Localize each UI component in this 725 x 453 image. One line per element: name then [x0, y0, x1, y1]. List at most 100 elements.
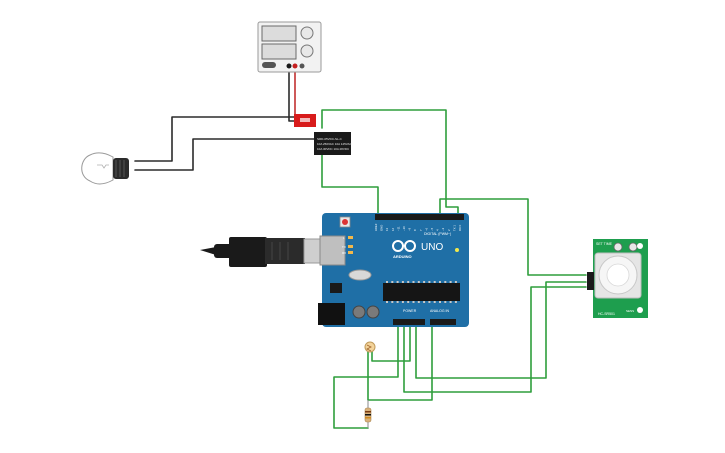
power-header[interactable]	[393, 319, 425, 325]
barrel-jack[interactable]	[318, 303, 345, 325]
digital-pin-label: ~3	[441, 227, 445, 231]
relay-body	[314, 132, 351, 155]
chip-pin	[423, 301, 426, 303]
chip-pin	[417, 301, 420, 303]
pir-pot-right-icon[interactable]	[628, 242, 638, 252]
chip-pin	[449, 301, 452, 303]
digital-pins-label: DIGITAL (PWM~)	[424, 232, 451, 236]
pir-hole-bottom-icon	[637, 307, 643, 313]
wire-resistor-to-gnd[interactable]	[333, 324, 399, 429]
chip-pin	[401, 281, 404, 283]
chip-pin	[428, 281, 431, 283]
current-display	[261, 43, 297, 60]
power-switch[interactable]	[262, 62, 276, 68]
voltage-display	[261, 25, 297, 42]
light-bulb[interactable]	[81, 152, 129, 185]
chip-pin	[444, 301, 447, 303]
led-rx	[348, 251, 353, 254]
chip-pin	[396, 281, 399, 283]
chip-pin	[412, 301, 415, 303]
chip-pin	[391, 301, 394, 303]
digital-pin-label: GND	[380, 225, 384, 231]
power-led	[455, 248, 459, 252]
wire-relay-to-lamp-2[interactable]	[134, 138, 315, 171]
bulb-filament-icon	[97, 164, 109, 169]
wire-pir-vcc[interactable]	[415, 281, 587, 379]
chip-pin	[423, 281, 426, 283]
digital-pin-label: ~5	[430, 227, 434, 231]
wires	[134, 65, 587, 429]
chip-pin	[417, 281, 420, 283]
chip-pin	[412, 281, 415, 283]
chip-pin	[433, 281, 436, 283]
wire-supply-to-relay[interactable]	[288, 65, 299, 122]
digital-pin-label: 8	[413, 229, 417, 231]
wire-relay-to-lamp-1[interactable]	[134, 116, 299, 162]
pir-bottom-label: HC-SR501	[598, 312, 615, 316]
digital-header[interactable]	[375, 214, 464, 220]
bulb-socket-icon	[113, 158, 129, 179]
digital-pin-label: ~9	[408, 227, 412, 231]
led-tx	[348, 245, 353, 248]
led-rx-label: RX	[342, 251, 346, 255]
chip-pin	[407, 281, 410, 283]
photoresistor[interactable]	[364, 341, 376, 353]
chip-pin	[428, 301, 431, 303]
wire-relay-to-pin-d2[interactable]	[321, 109, 459, 215]
digital-pin-label: ~10	[402, 226, 406, 231]
chip-pin	[386, 281, 388, 283]
pir-right-label: SENS	[626, 309, 634, 313]
board-brand: ARDUINO	[393, 254, 412, 259]
voltage-knob-icon[interactable]	[300, 26, 314, 40]
digital-pin-label: 2	[447, 229, 451, 231]
wire-ldr-to-5v[interactable]	[371, 324, 411, 362]
analog-header[interactable]	[430, 319, 456, 325]
chip-pin	[444, 281, 447, 283]
relay-label-3: 10A 30VDC 10A 28VDC	[317, 147, 350, 151]
wire-relay-to-gnd[interactable]	[321, 149, 379, 215]
relay-module[interactable]: SRD-05VDC-SL-C 10A 250VAC 10A 125VAC 10A…	[294, 114, 353, 155]
led-l	[348, 236, 353, 239]
bulb-glass-icon	[81, 152, 114, 185]
terminal-negative-icon[interactable]	[286, 63, 292, 69]
wire-pir-out[interactable]	[439, 198, 587, 276]
arduino-board[interactable]: L TX RX ARDUINO UNO DIGITAL (PWM~) POWER…	[318, 213, 469, 327]
relay-label-2: 10A 250VAC 10A 125VAC	[317, 142, 353, 146]
chip-pin	[391, 281, 394, 283]
chip-pin	[401, 301, 404, 303]
chip-pin	[439, 281, 441, 283]
chip-pin	[386, 301, 388, 303]
atmega-chip	[383, 283, 460, 301]
power-supply[interactable]	[257, 21, 322, 73]
usb-cable-body	[200, 247, 216, 255]
chip-pins	[386, 281, 457, 303]
digital-pin-label: ~11	[396, 226, 400, 231]
terminal-positive-icon[interactable]	[292, 63, 298, 69]
pir-pot-left-icon[interactable]	[613, 242, 623, 252]
digital-pin-label: TX 1	[452, 225, 456, 231]
wire-ldr-to-a0[interactable]	[367, 324, 433, 401]
led-l-label: L	[343, 236, 345, 240]
pir-sensor[interactable]: SET TIME HC-SR501 SENS	[587, 239, 648, 318]
voltage-regulator	[330, 283, 342, 293]
digital-pin-label: ~6	[424, 227, 428, 231]
pir-top-label: SET TIME	[596, 242, 613, 246]
current-knob-icon[interactable]	[300, 44, 314, 58]
digital-pin-label: 4	[436, 229, 440, 231]
chip-pin	[454, 301, 457, 303]
usb-cable[interactable]	[200, 237, 321, 267]
resistor[interactable]	[364, 400, 372, 428]
usb-plug	[303, 238, 321, 264]
chip-pin	[407, 301, 410, 303]
pir-connector[interactable]	[587, 272, 594, 290]
terminal-ground-icon[interactable]	[299, 63, 305, 69]
wire-pir-gnd[interactable]	[403, 286, 587, 393]
crystal-icon	[348, 269, 372, 281]
chip-pin	[454, 281, 457, 283]
usb-port[interactable]	[319, 235, 346, 266]
chip-pin	[396, 301, 399, 303]
capacitor-2-icon	[366, 305, 380, 319]
analog-pins-label: ANALOG IN	[430, 309, 450, 313]
